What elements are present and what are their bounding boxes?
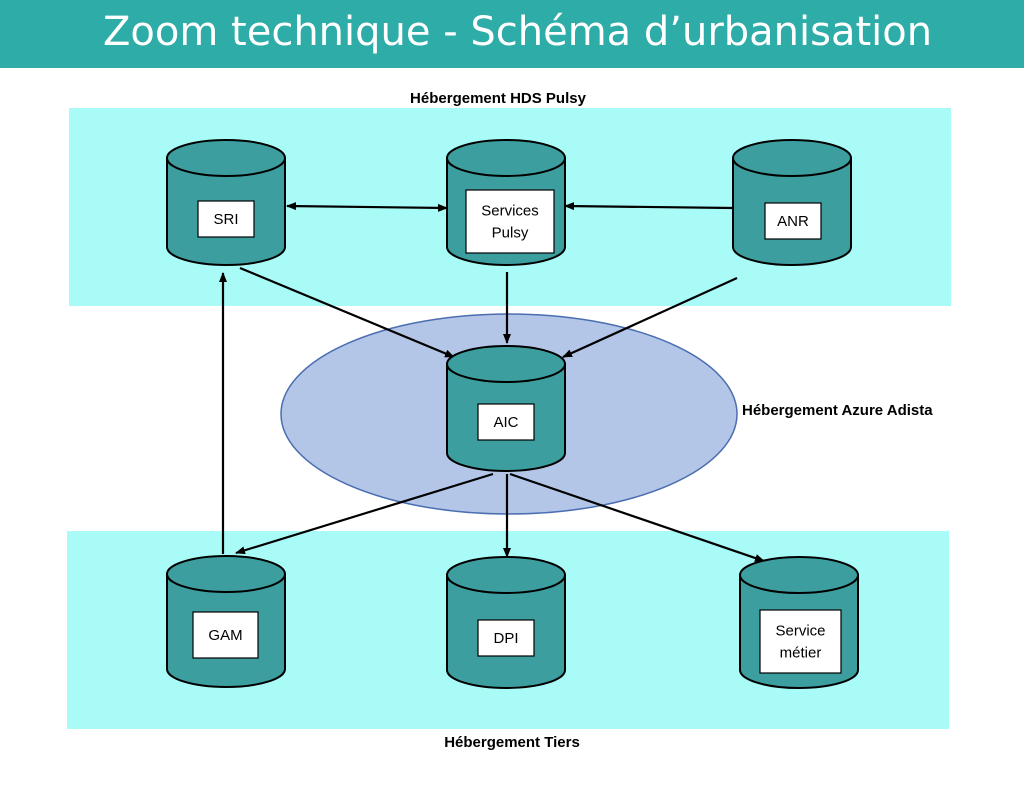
zone-label-azure: Hébergement Azure Adista — [742, 402, 933, 419]
label-box — [465, 189, 555, 254]
label-box — [764, 202, 822, 240]
arrow-sri-to-services-pulsy — [286, 202, 448, 212]
node-sri: SRI — [166, 139, 286, 266]
cylinder-top — [166, 139, 286, 177]
cylinder-top — [446, 139, 566, 177]
node-anr: ANR — [732, 139, 852, 266]
arrow-anr-to-services-pulsy — [564, 202, 734, 211]
node-aic: AIC — [446, 345, 566, 472]
cylinder-top — [732, 139, 852, 177]
arrows-layer — [219, 202, 765, 563]
arrow-anr-to-aic — [562, 276, 738, 359]
label-box — [759, 609, 842, 674]
zone-label-hds: Hébergement HDS Pulsy — [410, 90, 587, 107]
node-label: ANR — [777, 213, 809, 230]
cylinder-top — [166, 555, 286, 593]
label-box — [197, 200, 255, 238]
arrow-aic-to-service-metier — [509, 472, 765, 563]
node-label: AIC — [493, 414, 518, 431]
node-label: Services — [481, 203, 539, 220]
label-box — [477, 403, 535, 441]
slide-title: Zoom technique - Schéma d’urbanisation — [103, 9, 933, 55]
zone-label-tiers: Hébergement Tiers — [444, 734, 580, 751]
label-box — [192, 611, 259, 659]
cylinder-top — [446, 345, 566, 383]
title-bar: Zoom technique - Schéma d’urbanisation — [0, 0, 1024, 68]
node-service-metier: Service métier — [739, 556, 859, 689]
cylinder-top — [739, 556, 859, 594]
node-label: SRI — [213, 211, 238, 228]
node-label: GAM — [208, 627, 242, 644]
arrow-aic-to-gam — [235, 472, 494, 555]
node-dpi: DPI — [446, 556, 566, 689]
label-box — [477, 619, 535, 657]
cylinder-top — [446, 556, 566, 594]
node-gam: GAM — [166, 555, 286, 688]
arrow-sri-to-aic — [239, 266, 455, 359]
node-label: Service — [775, 623, 825, 640]
node-label: DPI — [493, 630, 518, 647]
node-label: Pulsy — [492, 225, 529, 242]
node-label: métier — [780, 645, 822, 662]
